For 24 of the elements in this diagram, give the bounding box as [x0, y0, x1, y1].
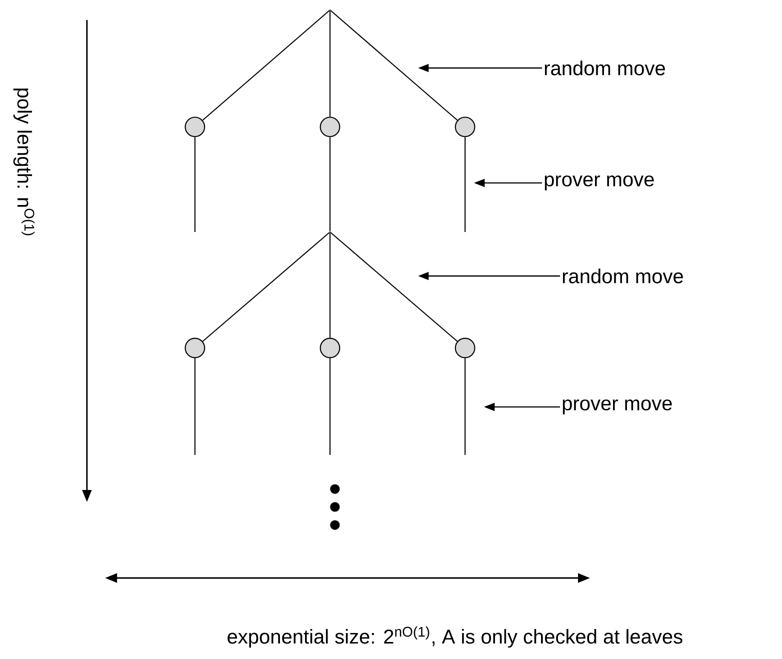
move-label: prover move	[562, 399, 672, 414]
tree-branch	[194, 137, 196, 232]
tree-branch	[329, 358, 331, 455]
tree-branch	[202, 232, 330, 342]
tree-node	[320, 338, 340, 358]
tree-branch	[329, 10, 331, 117]
tree-branch	[202, 10, 330, 121]
tree-branch	[330, 232, 458, 342]
tree-branch	[329, 137, 331, 232]
move-label: prover move	[544, 175, 654, 190]
tree-branch	[464, 137, 466, 232]
tree-branch	[329, 232, 331, 338]
caption-text: exponential size: 2$^{nO(1)}$, A is only checked at leaves	[228, 626, 682, 648]
tree-node	[320, 116, 340, 138]
move-label: random move	[544, 60, 665, 76]
axis-label: poly length: n$^{O(1)}$	[13, 88, 35, 236]
tree-node	[454, 338, 476, 358]
tree-branch	[330, 10, 458, 121]
tree-node	[184, 116, 206, 138]
move-label: random move	[562, 268, 683, 284]
tree-branch	[194, 358, 196, 455]
tree-branch	[464, 358, 466, 455]
tree-node	[184, 338, 206, 358]
tree-node	[454, 116, 476, 138]
